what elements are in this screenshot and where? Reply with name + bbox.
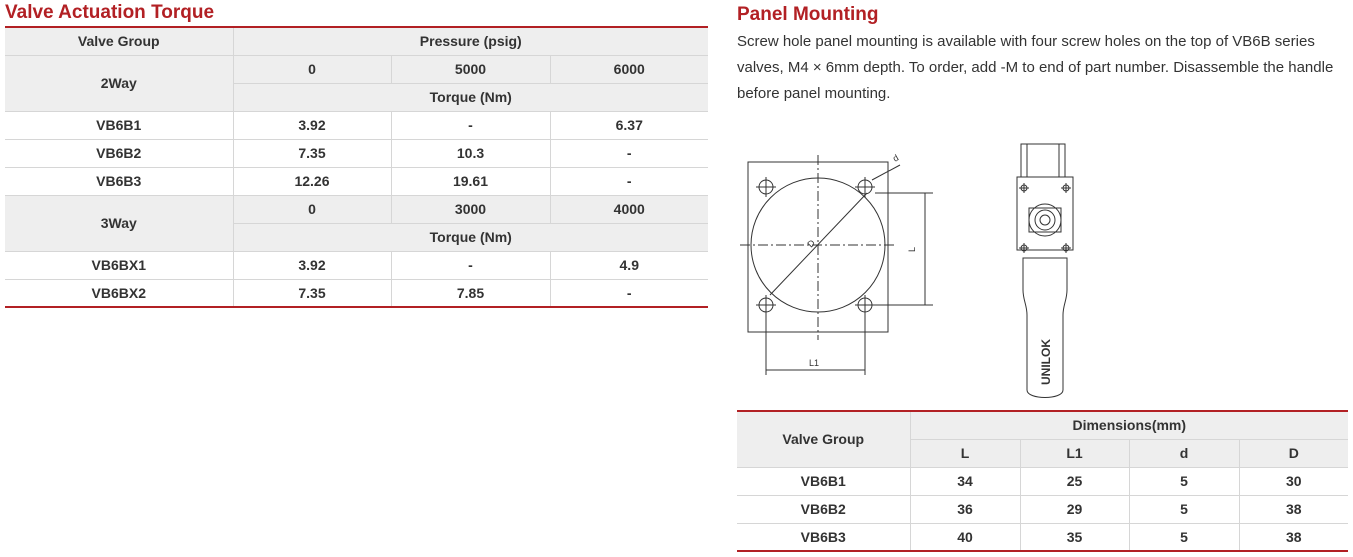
valve-body — [1016, 176, 1074, 251]
pressure-cell: 3000 — [390, 195, 550, 224]
row-name: VB6B2 — [5, 139, 233, 168]
table-row: VB6B1 3.92 - 6.37 — [5, 111, 709, 140]
d-leader — [871, 164, 901, 181]
col-valve-group: Valve Group — [5, 27, 233, 56]
table-cell: 12.26 — [232, 167, 391, 196]
table-cell: - — [549, 167, 709, 196]
table-cell: 5 — [1128, 467, 1239, 496]
valve-end-fitting — [1020, 143, 1066, 178]
table-cell: 3.92 — [232, 251, 391, 280]
table-cell: 6.37 — [549, 111, 709, 140]
table-cell: 7.85 — [390, 279, 550, 308]
row-name: VB6B3 — [5, 167, 233, 196]
table-row: VB6B3 12.26 19.61 - — [5, 167, 709, 196]
col-D: D — [1238, 439, 1349, 468]
brand-logo: UNILOK — [1039, 339, 1053, 385]
col-L1: L1 — [1019, 439, 1129, 468]
table-cell: 7.35 — [232, 279, 391, 308]
table-cell: 34 — [909, 467, 1020, 496]
pressure-cell: 4000 — [549, 195, 709, 224]
group-2way: 2Way — [5, 55, 233, 112]
table-cell: - — [549, 139, 709, 168]
pressure-row-2way: 2Way 0 5000 6000 — [5, 55, 709, 112]
screw-hole-icon — [1019, 243, 1029, 253]
table-cell: 7.35 — [232, 139, 391, 168]
row-name: VB6BX2 — [5, 279, 233, 308]
table-cell: 5 — [1128, 495, 1239, 524]
screw-hole-icon — [756, 177, 776, 197]
table-cell: - — [390, 251, 550, 280]
panel-drawing: D d L L1 — [740, 153, 933, 375]
col-valve-group: Valve Group — [737, 411, 910, 468]
valve-side-drawing: UNILOK — [1016, 143, 1074, 398]
dim-header-row: Valve Group Dimensions(mm) — [737, 411, 1349, 468]
col-d: d — [1128, 439, 1239, 468]
table-row: VB6BX2 7.35 7.85 - — [5, 279, 709, 308]
table-cell: 40 — [909, 523, 1020, 552]
torque-header-row: Valve Group Pressure (psig) — [5, 27, 709, 56]
torque-unit-label: Torque (Nm) — [232, 83, 709, 112]
table-cell: 30 — [1238, 467, 1349, 496]
row-name: VB6B1 — [5, 111, 233, 140]
col-pressure: Pressure (psig) — [232, 27, 709, 56]
screw-hole-icon — [1061, 243, 1071, 253]
table-cell: 10.3 — [390, 139, 550, 168]
table-cell: 29 — [1019, 495, 1129, 524]
table-cell: - — [390, 111, 550, 140]
torque-table: Valve Group Pressure (psig) 2Way 0 5000 … — [5, 26, 709, 308]
pressure-cell: 6000 — [549, 55, 709, 84]
screw-hole-icon — [855, 295, 875, 315]
row-name: VB6B1 — [737, 467, 910, 496]
screw-hole-icon — [1019, 183, 1029, 193]
col-dimensions: Dimensions(mm) — [909, 411, 1349, 440]
table-cell: 19.61 — [390, 167, 550, 196]
screw-hole-icon — [1061, 183, 1071, 193]
torque-title: Valve Actuation Torque — [5, 2, 215, 23]
table-cell: 36 — [909, 495, 1020, 524]
table-row: VB6B2 7.35 10.3 - — [5, 139, 709, 168]
panel-title: Panel Mounting — [737, 4, 879, 25]
row-name: VB6B3 — [737, 523, 910, 552]
table-cell: 38 — [1238, 495, 1349, 524]
screw-hole-icon — [756, 295, 776, 315]
row-name: VB6BX1 — [5, 251, 233, 280]
label-L1: L1 — [809, 358, 819, 368]
table-cell: 35 — [1019, 523, 1129, 552]
valve-handle — [1022, 257, 1068, 398]
table-cell: - — [549, 279, 709, 308]
panel-description: Screw hole panel mounting is available w… — [737, 33, 1334, 102]
col-L: L — [909, 439, 1020, 468]
pressure-cell: 5000 — [390, 55, 550, 84]
table-row: VB6B3 40 35 5 38 — [737, 523, 1349, 552]
pressure-cell: 0 — [232, 195, 391, 224]
table-cell: 5 — [1128, 523, 1239, 552]
pressure-cell: 0 — [232, 55, 391, 84]
pressure-row-3way: 3Way 0 3000 4000 — [5, 195, 709, 252]
table-row: VB6B2 36 29 5 38 — [737, 495, 1349, 524]
torque-unit-label: Torque (Nm) — [232, 223, 709, 252]
dimensions-table: Valve Group Dimensions(mm) L L1 d D VB6B… — [737, 410, 1349, 552]
row-name: VB6B2 — [737, 495, 910, 524]
label-L: L — [907, 247, 917, 252]
label-d: d — [891, 153, 900, 164]
diameter-line — [769, 192, 868, 296]
table-cell: 25 — [1019, 467, 1129, 496]
table-cell: 4.9 — [549, 251, 709, 280]
table-cell: 38 — [1238, 523, 1349, 552]
table-cell: 3.92 — [232, 111, 391, 140]
table-row: VB6BX1 3.92 - 4.9 — [5, 251, 709, 280]
screw-hole-icon — [855, 177, 875, 197]
group-3way: 3Way — [5, 195, 233, 252]
table-row: VB6B1 34 25 5 30 — [737, 467, 1349, 496]
